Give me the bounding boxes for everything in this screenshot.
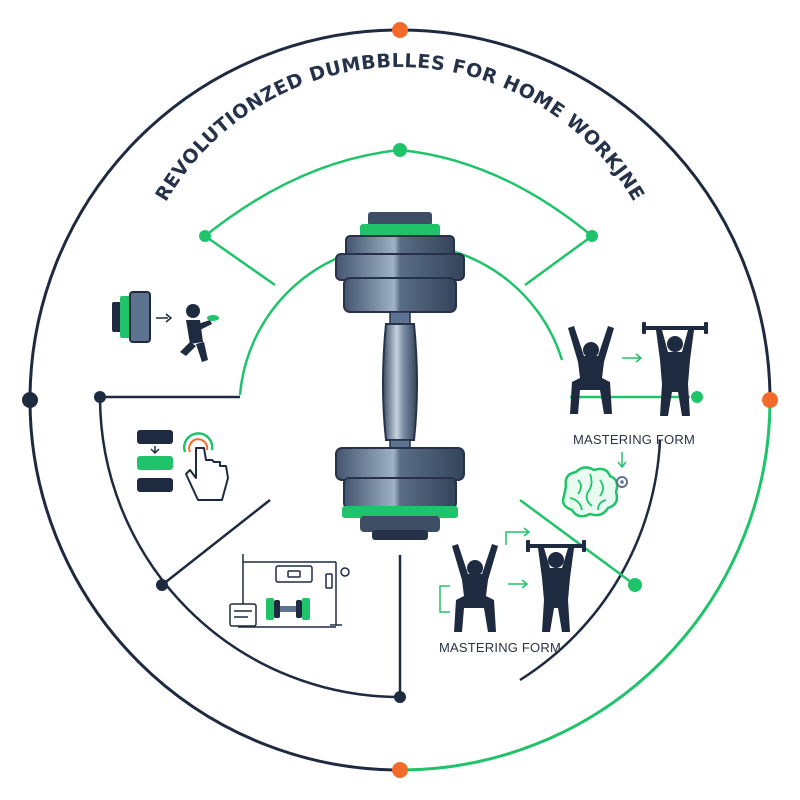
squat-person-icon: [568, 326, 614, 414]
node-left-navy: [22, 392, 38, 408]
squat-person-icon: [452, 544, 498, 632]
inner-green-right-drop: [524, 234, 593, 287]
left-inner-arc: [98, 396, 401, 699]
weight-plates-icon: [112, 291, 151, 343]
node-top-orange: [392, 22, 408, 38]
overhead-lift-person-icon: [642, 322, 708, 416]
node-arc-right-green: [586, 230, 598, 242]
node-lower-left: [156, 579, 168, 591]
tap-hand-icon: [183, 432, 229, 501]
arrow-right-icon: [622, 353, 643, 363]
node-bottom-inner: [394, 691, 406, 703]
arrow-right-icon: [156, 313, 173, 323]
inner-green-left-drop: [204, 234, 276, 287]
outer-ring-navy-top-right: [399, 28, 772, 401]
dumbbell-icon: [335, 212, 465, 540]
stacked-blocks-icon: [137, 430, 173, 492]
right-inner-arc: [519, 439, 662, 682]
arrow-down-icon: [617, 452, 627, 469]
node-right-green-floor: [691, 391, 703, 403]
brain-gear-icon: [561, 466, 628, 518]
node-arc-left-green: [199, 230, 211, 242]
overhead-lift-person-icon: [526, 540, 586, 632]
right-green-spoke: [519, 498, 636, 587]
lower-left-spoke: [161, 499, 271, 586]
outer-ring-green: [399, 399, 772, 772]
person-squat-icon: [180, 304, 219, 362]
node-right-orange: [762, 392, 778, 408]
node-left-inner: [94, 391, 106, 403]
mastering-form-label-lower: MASTERING FORM: [439, 640, 561, 655]
mastering-form-label-upper: MASTERING FORM: [573, 432, 695, 447]
arrow-right-icon: [508, 579, 529, 589]
node-right-green: [628, 578, 642, 592]
node-arc-top-green: [393, 143, 407, 157]
bracket-icon: [439, 527, 531, 613]
node-bottom-orange: [392, 762, 408, 778]
workout-station-icon: [229, 554, 350, 628]
